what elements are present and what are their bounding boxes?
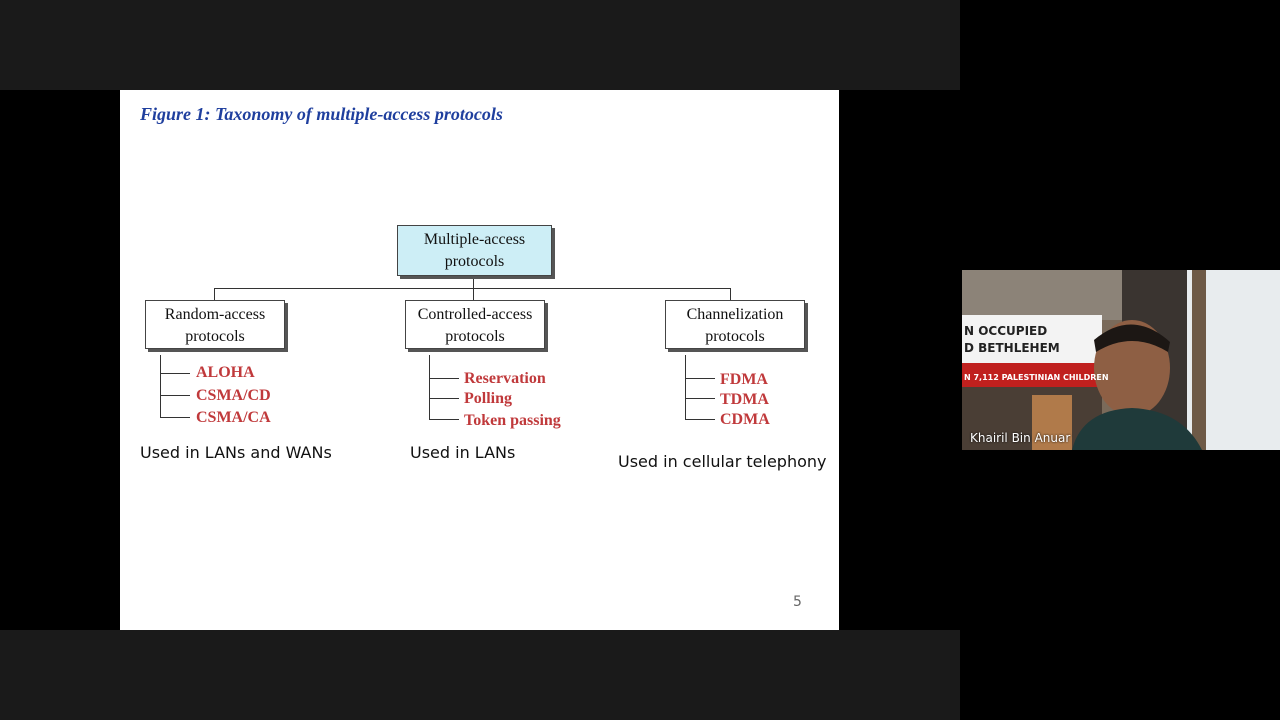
connector-horizontal	[214, 288, 731, 289]
connector-right-down	[730, 288, 731, 300]
presentation-slide: Figure 1: Taxonomy of multiple-access pr…	[120, 90, 839, 630]
list-bracket	[160, 355, 161, 418]
video-feed	[962, 270, 1280, 450]
usage-note: Used in LANs and WANs	[140, 443, 332, 462]
root-label-line2: protocols	[444, 253, 505, 270]
protocol-item: CSMA/CA	[196, 409, 271, 426]
list-tick	[685, 378, 715, 379]
protocol-item: Reservation	[464, 370, 546, 387]
protocol-item: Token passing	[464, 412, 561, 429]
list-tick	[429, 398, 459, 399]
category-label-line2: protocols	[705, 328, 765, 345]
category-label-line2: protocols	[445, 328, 505, 345]
protocol-item: FDMA	[720, 371, 768, 388]
slide-page-number: 5	[793, 594, 802, 610]
protocol-item: ALOHA	[196, 364, 255, 381]
root-label-line1: Multiple-access	[423, 231, 526, 248]
protocol-item: TDMA	[720, 391, 769, 408]
list-tick	[160, 417, 190, 418]
usage-note: Used in LANs	[410, 443, 516, 462]
protocol-item: CSMA/CD	[196, 387, 271, 404]
connector-left-down	[214, 288, 215, 300]
participant-name-label: Khairil Bin Anuar	[970, 431, 1071, 445]
background-sign-text: N OCCUPIED	[964, 324, 1048, 338]
list-bracket	[429, 355, 430, 420]
background-sign-text: N 7,112 PALESTINIAN CHILDREN	[964, 373, 1109, 382]
protocol-item: Polling	[464, 390, 513, 407]
protocol-item: CDMA	[720, 411, 770, 428]
category-label-line1: Random-access	[164, 306, 266, 323]
random-access-box: Random-access protocols	[145, 300, 285, 349]
list-bracket	[685, 355, 686, 420]
list-tick	[429, 378, 459, 379]
list-tick	[160, 373, 190, 374]
list-tick	[429, 419, 459, 420]
connector-center-down	[473, 288, 474, 300]
channelization-box: Channelization protocols	[665, 300, 805, 349]
connector-root-down	[473, 276, 474, 288]
usage-note: Used in cellular telephony	[618, 452, 827, 471]
category-label-line2: protocols	[185, 328, 245, 345]
background-sign-text: D BETHLEHEM	[964, 341, 1060, 355]
category-label-line1: Controlled-access	[417, 306, 533, 323]
participant-video-tile[interactable]: N OCCUPIED D BETHLEHEM N 7,112 PALESTINI…	[962, 270, 1280, 450]
slide-title: Figure 1: Taxonomy of multiple-access pr…	[140, 104, 503, 124]
root-box: Multiple-access protocols	[397, 225, 552, 276]
list-tick	[685, 419, 715, 420]
list-tick	[685, 398, 715, 399]
controlled-access-box: Controlled-access protocols	[405, 300, 545, 349]
list-tick	[160, 395, 190, 396]
category-label-line1: Channelization	[686, 306, 784, 323]
